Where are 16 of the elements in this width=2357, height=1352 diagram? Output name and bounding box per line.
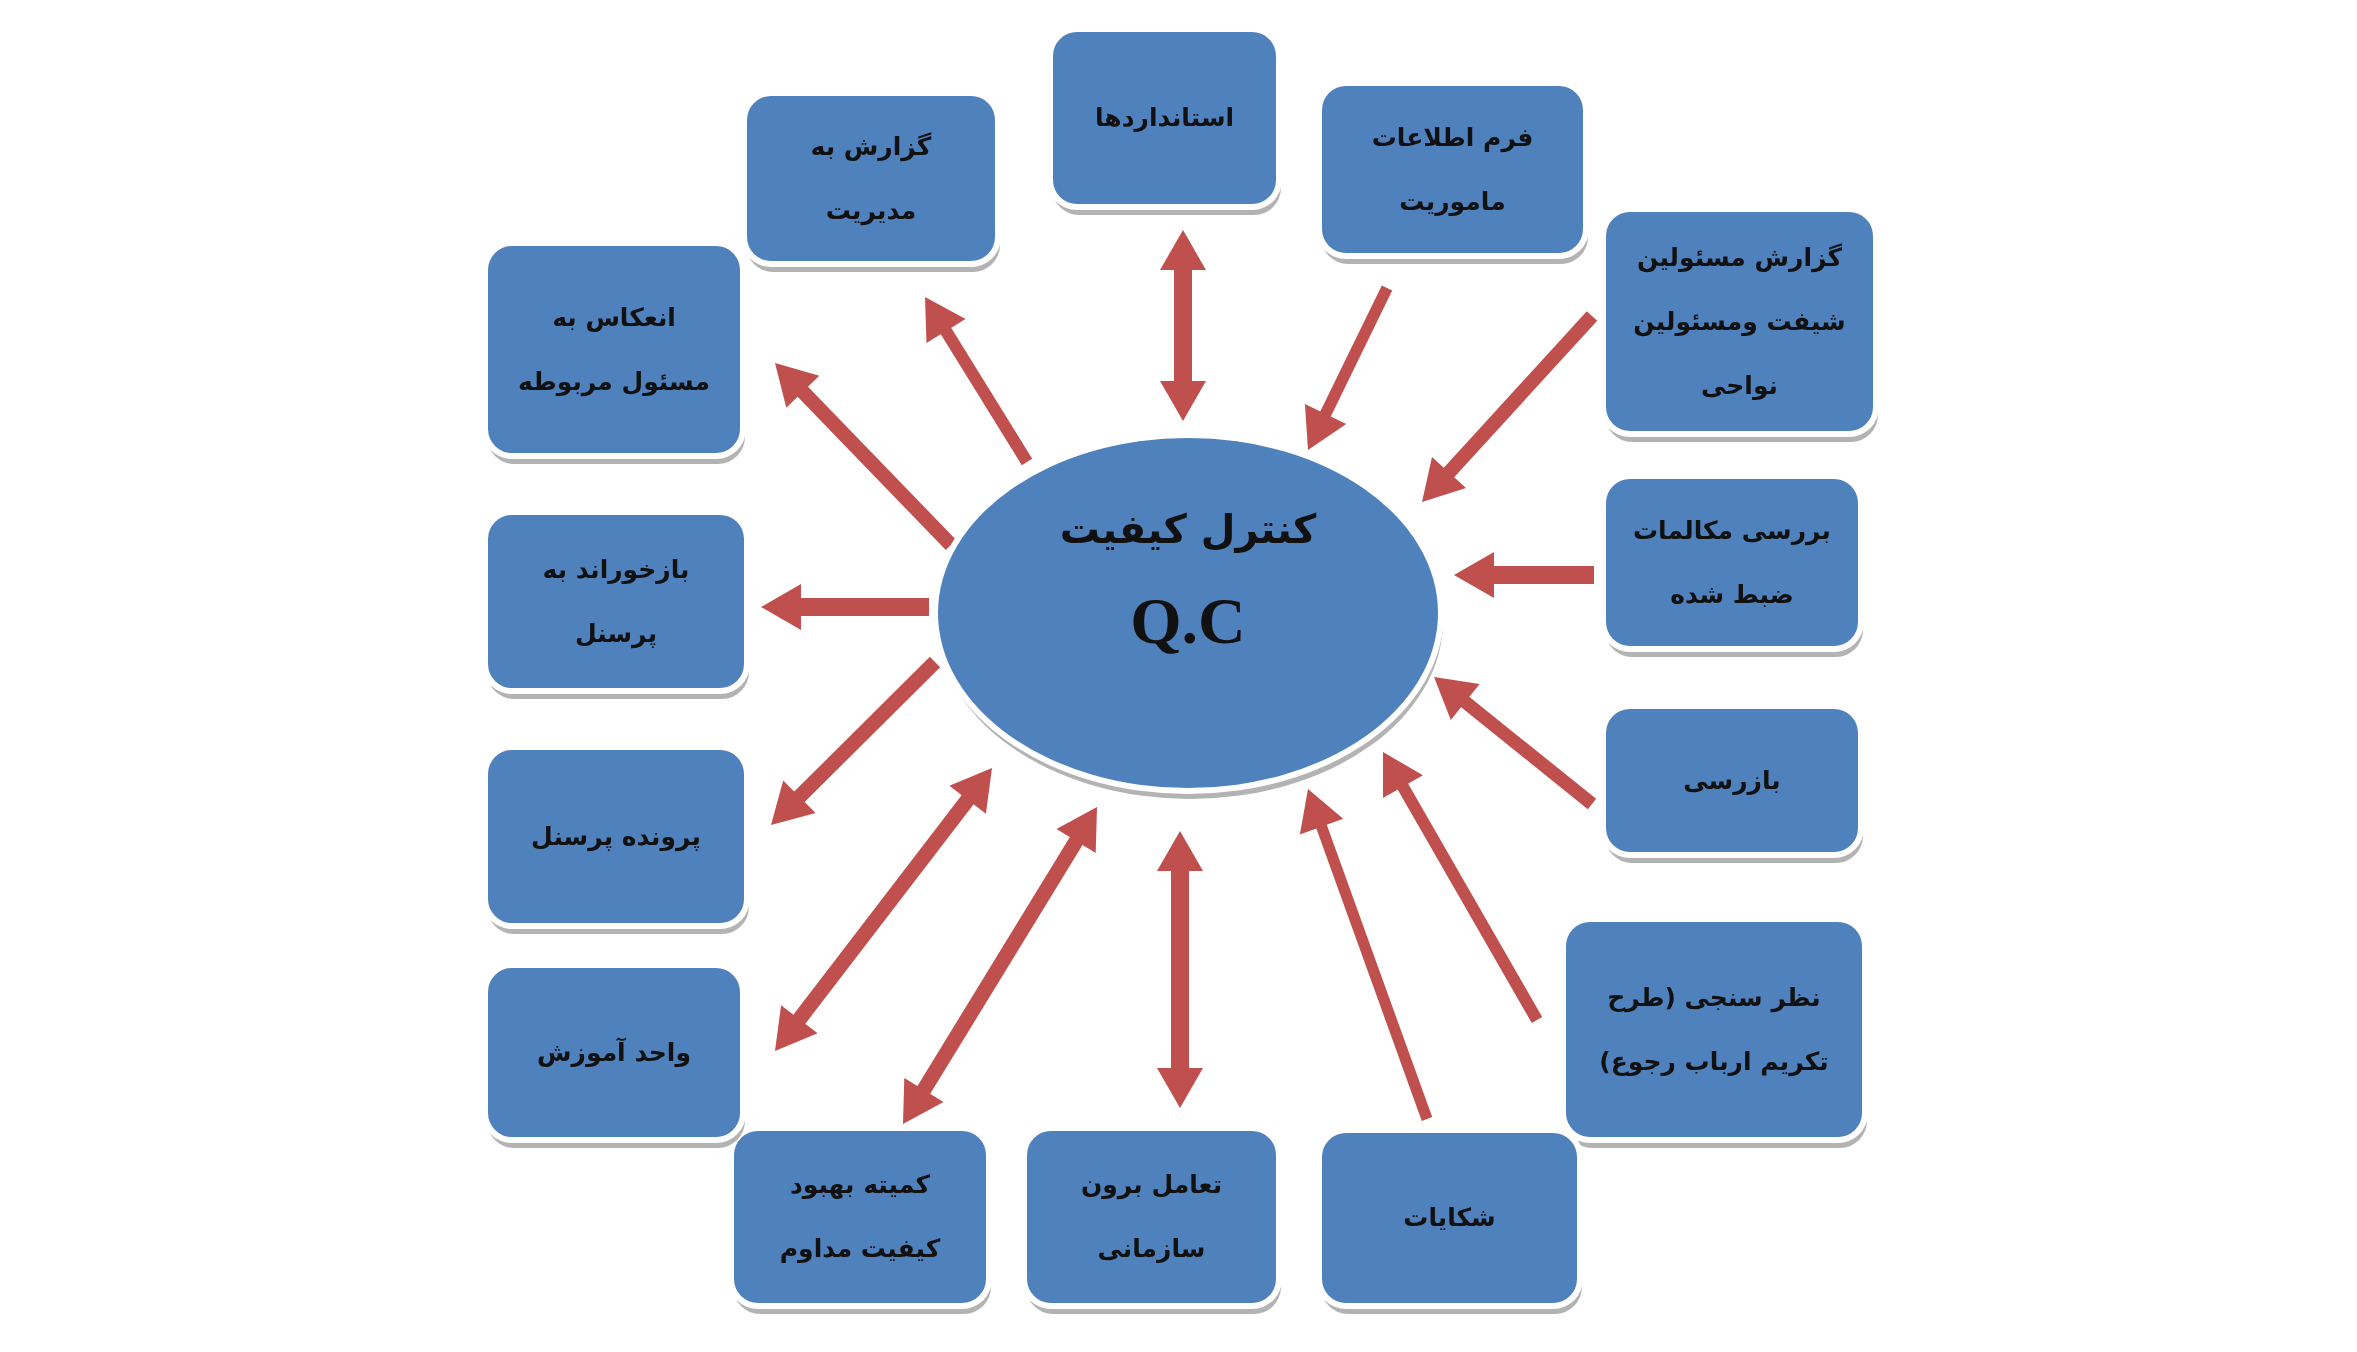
- arrow: [1160, 230, 1206, 421]
- arrow: [1157, 831, 1203, 1108]
- arrow: [775, 363, 957, 551]
- arrow: [1454, 552, 1594, 598]
- arrow: [1422, 311, 1598, 502]
- arrow: [775, 768, 992, 1051]
- arrow: [761, 584, 929, 630]
- abbreviation: Q.C: [1130, 583, 1246, 659]
- arrow: [903, 807, 1097, 1124]
- arrow: [925, 297, 1033, 466]
- arrow: [1383, 752, 1543, 1023]
- arrow: [1434, 677, 1597, 810]
- heading: کنترل کیفیت: [1059, 506, 1317, 552]
- arrow: [771, 656, 941, 825]
- arrow: [1304, 285, 1393, 450]
- arrow: [1299, 789, 1433, 1121]
